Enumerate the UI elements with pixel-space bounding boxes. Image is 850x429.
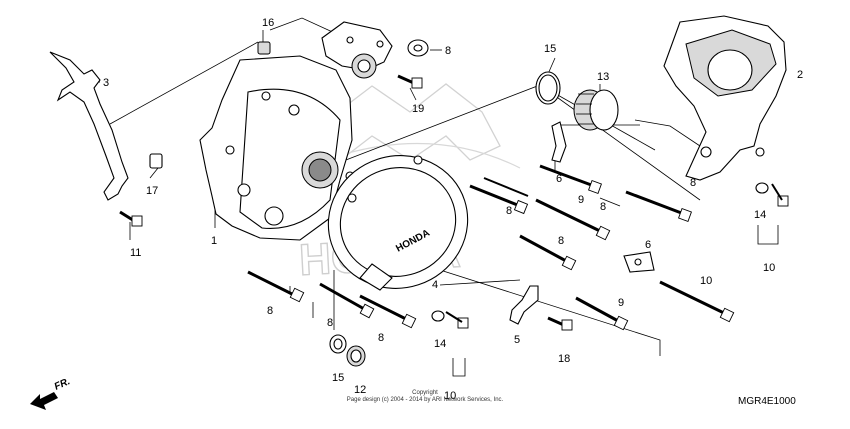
crankcase-cover-part-1[interactable]: [199, 55, 355, 241]
front-direction-indicator: FR.: [30, 376, 72, 410]
callout-10-right: 10: [763, 262, 775, 274]
gasket-part-15[interactable]: [329, 334, 347, 354]
front-label: FR.: [53, 376, 72, 393]
callout-15: 15: [332, 372, 344, 384]
o-ring-part-16[interactable]: [535, 71, 561, 105]
bolt-8-h[interactable]: [625, 190, 692, 222]
copyright-line-2: Page design (c) 2004 - 2014 by ARI Netwo…: [347, 397, 504, 403]
callout-16: 15: [544, 43, 556, 55]
callout-17-left: 17: [146, 185, 158, 197]
bolt-8-c[interactable]: [359, 294, 417, 329]
callout-3: 3: [103, 77, 109, 89]
callout-13: 13: [597, 71, 609, 83]
callout-18: 18: [558, 353, 570, 365]
callout-8-center: 8: [558, 235, 564, 247]
bolt-8-f[interactable]: [519, 234, 577, 271]
callout-5: 5: [514, 334, 520, 346]
diagram-code: MGR4E1000: [738, 396, 796, 407]
callout-14-lower: 14: [434, 338, 446, 350]
cap-part-13[interactable]: [573, 89, 619, 131]
wing-logo-icon: [329, 83, 501, 161]
callout-8-bottom-left: 8: [267, 305, 273, 317]
bolt-8-top[interactable]: [483, 177, 529, 197]
callout-9-upper: 9: [578, 194, 584, 206]
callout-6-upper: 6: [556, 173, 562, 185]
bolt-9-a[interactable]: [535, 198, 611, 241]
callout-8-bottom-mid: 8: [327, 317, 333, 329]
bolt-8-b[interactable]: [319, 282, 375, 319]
callout-14-right: 14: [754, 209, 766, 221]
bolt-washer-set-right[interactable]: [755, 182, 789, 207]
bolt-8-a[interactable]: [247, 270, 305, 303]
clamp-part-6-lower[interactable]: [623, 251, 655, 273]
clamp-part-5[interactable]: [509, 285, 539, 325]
callout-7: 8: [445, 45, 451, 57]
upper-housing[interactable]: [321, 21, 393, 79]
copyright-line-1: Copyright: [412, 390, 438, 396]
bolt-19[interactable]: [397, 74, 423, 89]
bolt-9-b[interactable]: [659, 280, 735, 323]
callout-9-lower: 10: [700, 275, 712, 287]
callout-12: 12: [354, 384, 366, 396]
callout-6-lower: 6: [645, 239, 651, 251]
callout-8-bottom-center: 8: [378, 332, 384, 344]
callouts: 16 8 3 19 17 11 1 15 13 2 6 8 8 8 9 8 6 …: [103, 17, 803, 402]
callout-19: 19: [412, 103, 424, 115]
callout-10-lower: 10: [444, 390, 456, 402]
callout-2: 2: [797, 69, 803, 81]
bolts: [119, 74, 735, 331]
bolt-18[interactable]: [547, 316, 573, 331]
bolt-8-e[interactable]: [539, 164, 602, 194]
bolt-8-d[interactable]: [469, 184, 529, 215]
callout-1: 1: [211, 235, 217, 247]
outer-cover-part-4[interactable]: HONDA: [311, 138, 485, 307]
dowel-17-left[interactable]: [149, 153, 163, 169]
front-arrow-icon: [30, 392, 58, 410]
callout-11: 11: [130, 247, 141, 259]
plug-part-12[interactable]: [346, 345, 366, 367]
wire-stay-part-3[interactable]: [49, 51, 129, 201]
callout-4: 4: [432, 279, 438, 291]
clamp-part-6-upper[interactable]: [551, 121, 567, 163]
callout-8-lower-right: 9: [618, 297, 624, 309]
bolt-11[interactable]: [119, 210, 143, 227]
callout-8-mid-left: 8: [506, 205, 512, 217]
callout-8-mid-right: 8: [600, 201, 606, 213]
washer-part-7[interactable]: [407, 39, 429, 57]
bolt-8-g[interactable]: [575, 296, 629, 331]
bolt-washer-set-lower[interactable]: [431, 310, 469, 329]
sprocket-cover-part-2[interactable]: [663, 15, 787, 181]
dowel-17-top[interactable]: [257, 41, 271, 55]
callout-17-top: 16: [262, 17, 274, 29]
callout-8-upper-right: 8: [690, 177, 696, 189]
